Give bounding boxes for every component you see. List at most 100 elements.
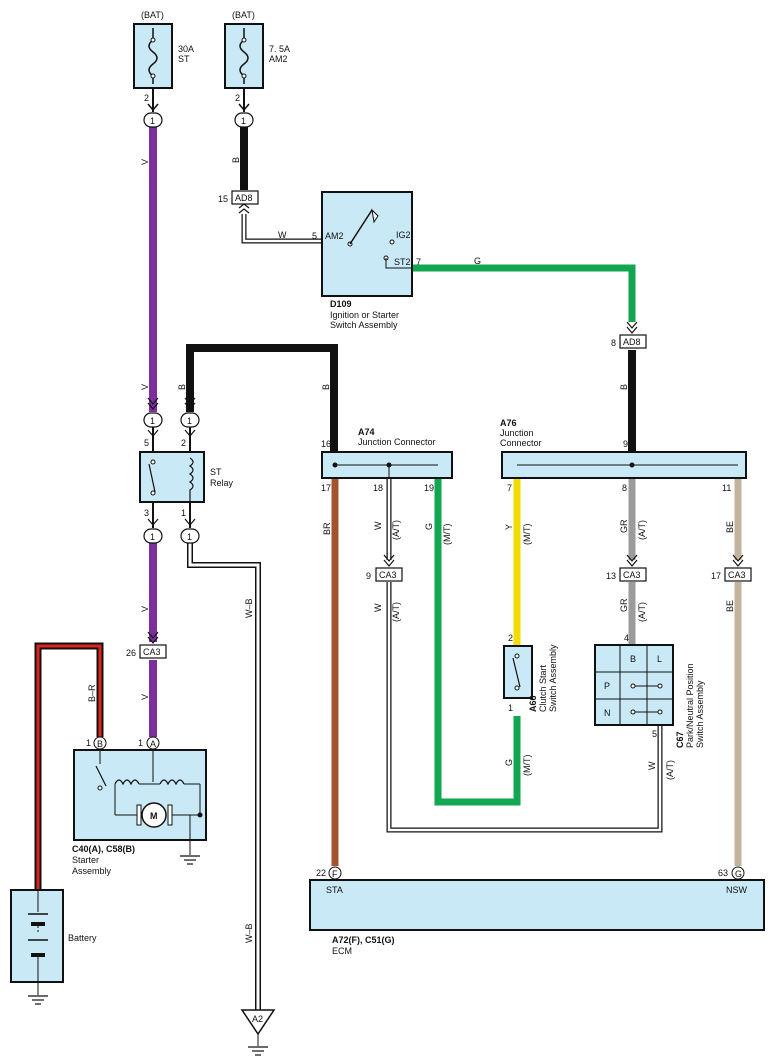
ca3-gr-code: CA3: [623, 570, 641, 580]
battery-label: Battery: [68, 933, 97, 943]
wire-white-am2-core: [242, 214, 322, 243]
ca3-left-code: CA3: [143, 647, 161, 657]
ecm-terminal-nsw: NSW: [726, 885, 748, 895]
a76-pin-9: 9: [623, 439, 628, 449]
wire-labels: V V V V B B B B W G BR W (A/T) W (A/T) G…: [87, 157, 735, 943]
relay-pin-2: 2: [181, 438, 186, 448]
a74-pin-16: 16: [321, 439, 331, 449]
relay-sub: Relay: [210, 478, 234, 488]
ad8-right-box: [619, 334, 647, 349]
starter-pin-b: 1: [86, 738, 91, 748]
c67-grid-p: P: [604, 681, 610, 691]
a76-pin-7: 7: [507, 483, 512, 493]
fuse-am2-supply: (BAT): [232, 10, 255, 20]
starter-motor-label: M: [150, 811, 158, 821]
connector-ad8-top: 15 AD8: [218, 190, 259, 214]
ca3-left-box: [139, 644, 167, 659]
ground-triangle-icon: [240, 1009, 276, 1036]
ecm-conn-f: F: [332, 869, 338, 879]
wire-label-be: BE: [725, 521, 735, 533]
relay-box: [139, 451, 205, 503]
wire-label-b: B: [321, 384, 331, 390]
starter-assembly: 1 B 1 A M C40(A), C58(B) Starter Assembl…: [72, 736, 207, 876]
ad8-top-pin: 15: [218, 194, 228, 204]
wire-red-battery-to-starter-core: [36, 644, 102, 890]
relay-pin-3: 3: [144, 508, 149, 518]
wire-label-v: V: [140, 159, 150, 165]
wire-label-b: B: [231, 157, 241, 163]
ca3-be-code: CA3: [728, 570, 746, 580]
starter-pin-a: 1: [138, 738, 143, 748]
c67-code: C67: [675, 731, 685, 748]
wire-green-a74-to-clutch: [434, 479, 521, 806]
ecm-pin-sta: 22: [316, 868, 326, 878]
fuse-st-name: ST: [178, 54, 190, 64]
ca3-mid-pin: 9: [366, 571, 371, 581]
a74-pin-19: 19: [424, 483, 434, 493]
c67-grid-b: B: [630, 654, 636, 664]
ignition-contact-icon: [349, 209, 373, 245]
wire-label-w: W: [373, 603, 383, 612]
a76-name-1: Junction: [500, 428, 534, 438]
ignition-switch-code: D109: [330, 299, 352, 309]
a66-pin-bottom: 1: [508, 703, 513, 713]
connector-ca3-gr: 13 CA3: [606, 554, 647, 582]
fuse-am2-connector: [234, 112, 254, 128]
relay-pin-5: 5: [144, 438, 149, 448]
wire-label-br: B–R: [87, 684, 97, 702]
battery-box: [10, 889, 64, 983]
c67-grid-l: L: [657, 654, 662, 664]
ca3-mid-code: CA3: [379, 570, 397, 580]
relay-name: ST: [210, 467, 222, 477]
ign-terminal-am2: AM2: [325, 231, 344, 241]
ignition-switch-box: [321, 191, 413, 297]
ignition-switch-name-2: Switch Assembly: [330, 320, 398, 330]
ignition-switch: 5 AM2 IG2 ST2 7 D109 Ignition or Starter…: [312, 191, 421, 330]
ca3-gr-box: [619, 567, 647, 582]
a74-pin-18: 18: [373, 483, 383, 493]
wire-label-at: (A/T): [637, 520, 647, 540]
wire-white-ca3-park-core: [387, 582, 662, 832]
wire-label-g: G: [504, 759, 514, 766]
a74-name: Junction Connector: [358, 437, 436, 447]
starter-name-1: Starter: [72, 855, 99, 865]
relay-coil-icon: [188, 457, 194, 502]
ca3-mid-box: [375, 567, 403, 582]
c67-name-2: Switch Assembly: [695, 680, 705, 748]
ign-terminal-st2: ST2: [394, 257, 411, 267]
wire-label-at: (A/T): [637, 602, 647, 622]
a76-code: A76: [500, 418, 517, 428]
fuse-am2: (BAT) 7. 5A AM2 2 1: [224, 10, 290, 128]
fuse-icon: [148, 28, 158, 84]
fuse-st-pin: 2: [144, 93, 149, 103]
wires: [34, 127, 742, 1010]
ecm: 22 F 63 G STA NSW A72(F), C51(G) ECM: [309, 866, 765, 956]
a66-code: A66: [528, 695, 538, 712]
fuse-st: (BAT) 30A ST 2 1: [133, 10, 194, 128]
ca3-left-pin: 26: [126, 648, 136, 658]
relay-conn-bottom-right: [180, 528, 200, 544]
a76-pin-8: 8: [622, 483, 627, 493]
a74-pin-17: 17: [321, 483, 331, 493]
ca3-be-box: [724, 567, 752, 582]
fuse-st-supply: (BAT): [141, 10, 164, 20]
ground-a2: A2: [240, 1009, 276, 1056]
relay-conn-top-left-pin: 1: [150, 416, 155, 426]
ground-icon: [180, 855, 200, 865]
c67-pin-bottom: 5: [652, 729, 657, 739]
wire-white-black-core: [188, 543, 260, 1010]
fuse-am2-name: AM2: [269, 54, 288, 64]
wire-label-g: G: [424, 523, 434, 530]
a66-name-2: Switch Assembly: [548, 644, 558, 712]
wire-label-at: (A/T): [391, 520, 401, 540]
wire-label-v: V: [140, 694, 150, 700]
ad8-right-pin: 8: [611, 338, 616, 348]
wire-label-mt: (M/T): [522, 755, 532, 777]
ca3-gr-pin: 13: [606, 571, 616, 581]
wire-label-v: V: [140, 384, 150, 390]
ign-terminal-ig2: IG2: [396, 230, 411, 240]
connector-ca3-left: 26 CA3: [126, 631, 167, 659]
relay-conn-bottom-left: [143, 528, 163, 544]
a2-code: A2: [252, 1014, 263, 1024]
